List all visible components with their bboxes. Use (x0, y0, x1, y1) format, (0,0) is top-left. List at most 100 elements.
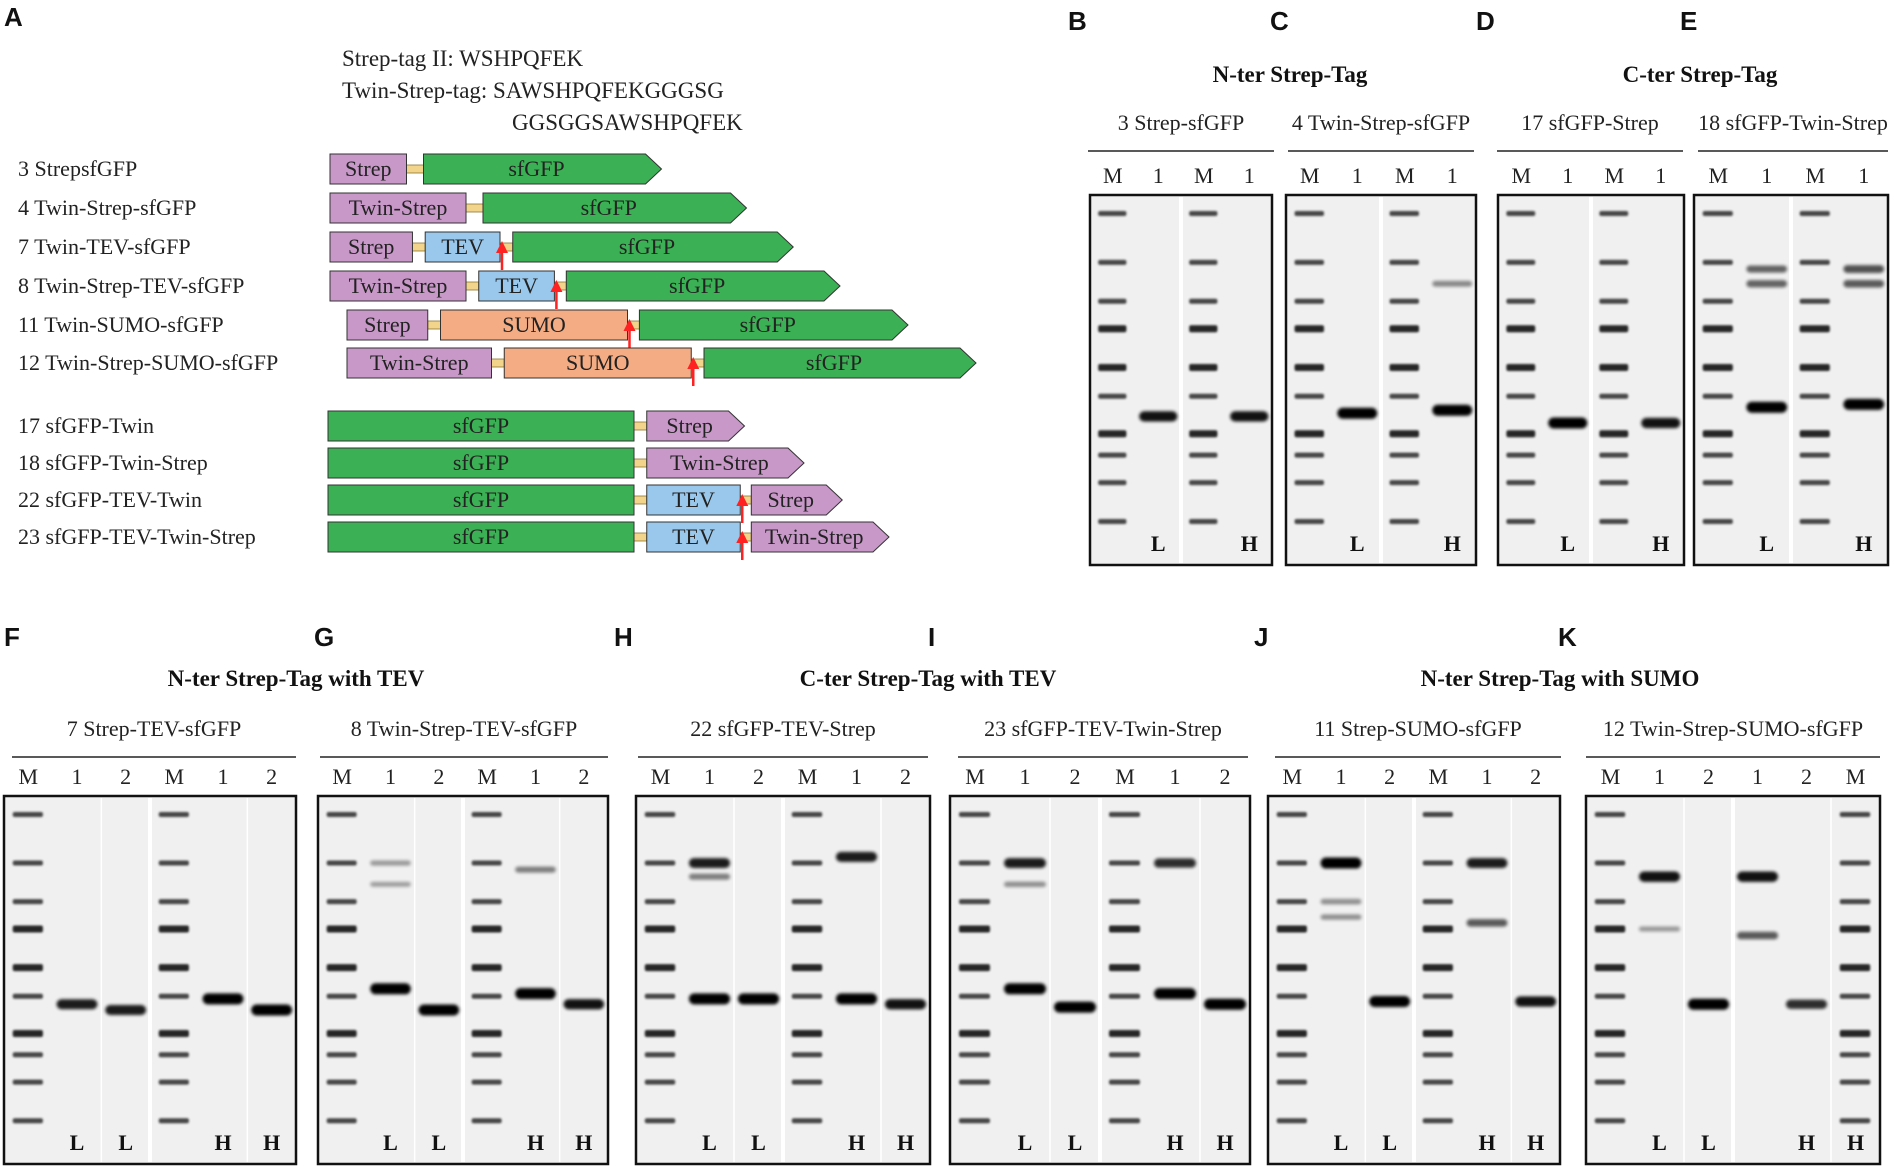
marker-band (326, 899, 357, 905)
protein-band (418, 1004, 460, 1016)
condition-label: H (1444, 531, 1461, 556)
marker-band (1109, 1052, 1140, 1058)
condition-label: H (1166, 1130, 1183, 1155)
marker-band (644, 993, 676, 999)
marker-band (1389, 298, 1419, 304)
domain-tev (478, 270, 555, 302)
marker-band (791, 925, 823, 933)
lane-label: M (1708, 163, 1728, 188)
marker-band (1506, 325, 1536, 333)
marker-band (1599, 452, 1629, 458)
domain-sfgfp (703, 347, 977, 379)
marker-band (158, 1118, 189, 1124)
marker-band (1276, 993, 1307, 999)
marker-band (644, 964, 676, 972)
protein-band (1687, 998, 1730, 1010)
lane-label: 1 (704, 764, 715, 789)
lane-label: M (19, 764, 39, 789)
construct-label: 8 Twin-Strep-TEV-sfGFP (18, 273, 244, 298)
domain-sumo (440, 309, 628, 341)
domain-sfgfp (638, 309, 909, 341)
panel-letter-a: A (4, 2, 23, 32)
marker-band (1389, 480, 1419, 486)
marker-band (1294, 518, 1324, 524)
marker-band (1294, 211, 1324, 217)
marker-band (1799, 298, 1830, 304)
lane-label: M (332, 764, 352, 789)
marker-band (12, 860, 43, 866)
marker-band (1506, 298, 1536, 304)
linker (412, 242, 426, 252)
linker (633, 421, 648, 431)
marker-band (1189, 259, 1218, 265)
lane-label: 2 (1703, 764, 1714, 789)
condition-label: H (1216, 1130, 1233, 1155)
condition-label: L (383, 1130, 398, 1155)
domain-strep (750, 521, 890, 553)
marker-band (1276, 925, 1307, 933)
marker-band (1506, 430, 1536, 438)
protein-band (1432, 280, 1473, 287)
lane-label: 1 (218, 764, 229, 789)
protein-band (515, 866, 556, 873)
marker-band (1294, 298, 1324, 304)
panel-letter-d: D (1476, 6, 1495, 36)
condition-label: L (1350, 531, 1365, 556)
marker-band (1799, 393, 1830, 399)
marker-band (1594, 1052, 1626, 1058)
marker-band (1109, 899, 1140, 905)
protein-band (1004, 983, 1046, 995)
gel-construct-title: 12 Twin-Strep-SUMO-sfGFP (1603, 716, 1863, 741)
protein-band (1432, 404, 1473, 416)
gel-construct-title: 3 Strep-sfGFP (1118, 110, 1245, 135)
marker-band (1702, 259, 1733, 265)
marker-band (326, 1118, 357, 1124)
marker-band (12, 899, 43, 905)
condition-label: L (702, 1130, 717, 1155)
marker-band (1276, 860, 1307, 866)
construct-label: 22 sfGFP-TEV-Twin (18, 487, 202, 512)
domain-label: Strep (666, 413, 712, 438)
protein-band (1369, 996, 1411, 1008)
marker-band (1098, 480, 1127, 486)
protein-band (737, 993, 780, 1005)
marker-band (1702, 452, 1733, 458)
marker-band (1422, 1030, 1453, 1038)
marker-band (1422, 899, 1453, 905)
domain-label: sfGFP (740, 312, 796, 337)
domain-label: Strep (768, 487, 814, 512)
domain-label: Strep (345, 156, 391, 181)
marker-band (1839, 964, 1871, 972)
marker-band (1294, 393, 1324, 399)
marker-band (1839, 925, 1871, 933)
marker-band (1189, 480, 1218, 486)
domain-tev (424, 231, 501, 263)
gel-construct-title: 7 Strep-TEV-sfGFP (67, 716, 242, 741)
lane-label: 1 (1447, 163, 1458, 188)
marker-band (1276, 811, 1307, 817)
protein-band (1154, 988, 1196, 1000)
marker-band (1098, 364, 1127, 372)
marker-band (1109, 1118, 1140, 1124)
marker-band (1189, 452, 1218, 458)
marker-band (1799, 259, 1830, 265)
domain-label: Strep (364, 312, 410, 337)
marker-band (1839, 899, 1871, 905)
marker-band (1389, 518, 1419, 524)
condition-label: L (1151, 531, 1166, 556)
marker-band (1506, 259, 1536, 265)
marker-band (471, 964, 502, 972)
marker-band (644, 925, 676, 933)
marker-band (1389, 325, 1419, 333)
condition-label: L (1382, 1130, 1397, 1155)
marker-band (1098, 298, 1127, 304)
twin-strep-sequence-line1: Twin-Strep-tag: SAWSHPQFEKGGGSG (342, 78, 724, 103)
marker-band (959, 1052, 990, 1058)
condition-label: H (1847, 1130, 1864, 1155)
group-title-cter-tev: C-ter Strep-Tag with TEV (800, 666, 1057, 691)
protein-band (1320, 898, 1362, 905)
linker (465, 281, 480, 291)
